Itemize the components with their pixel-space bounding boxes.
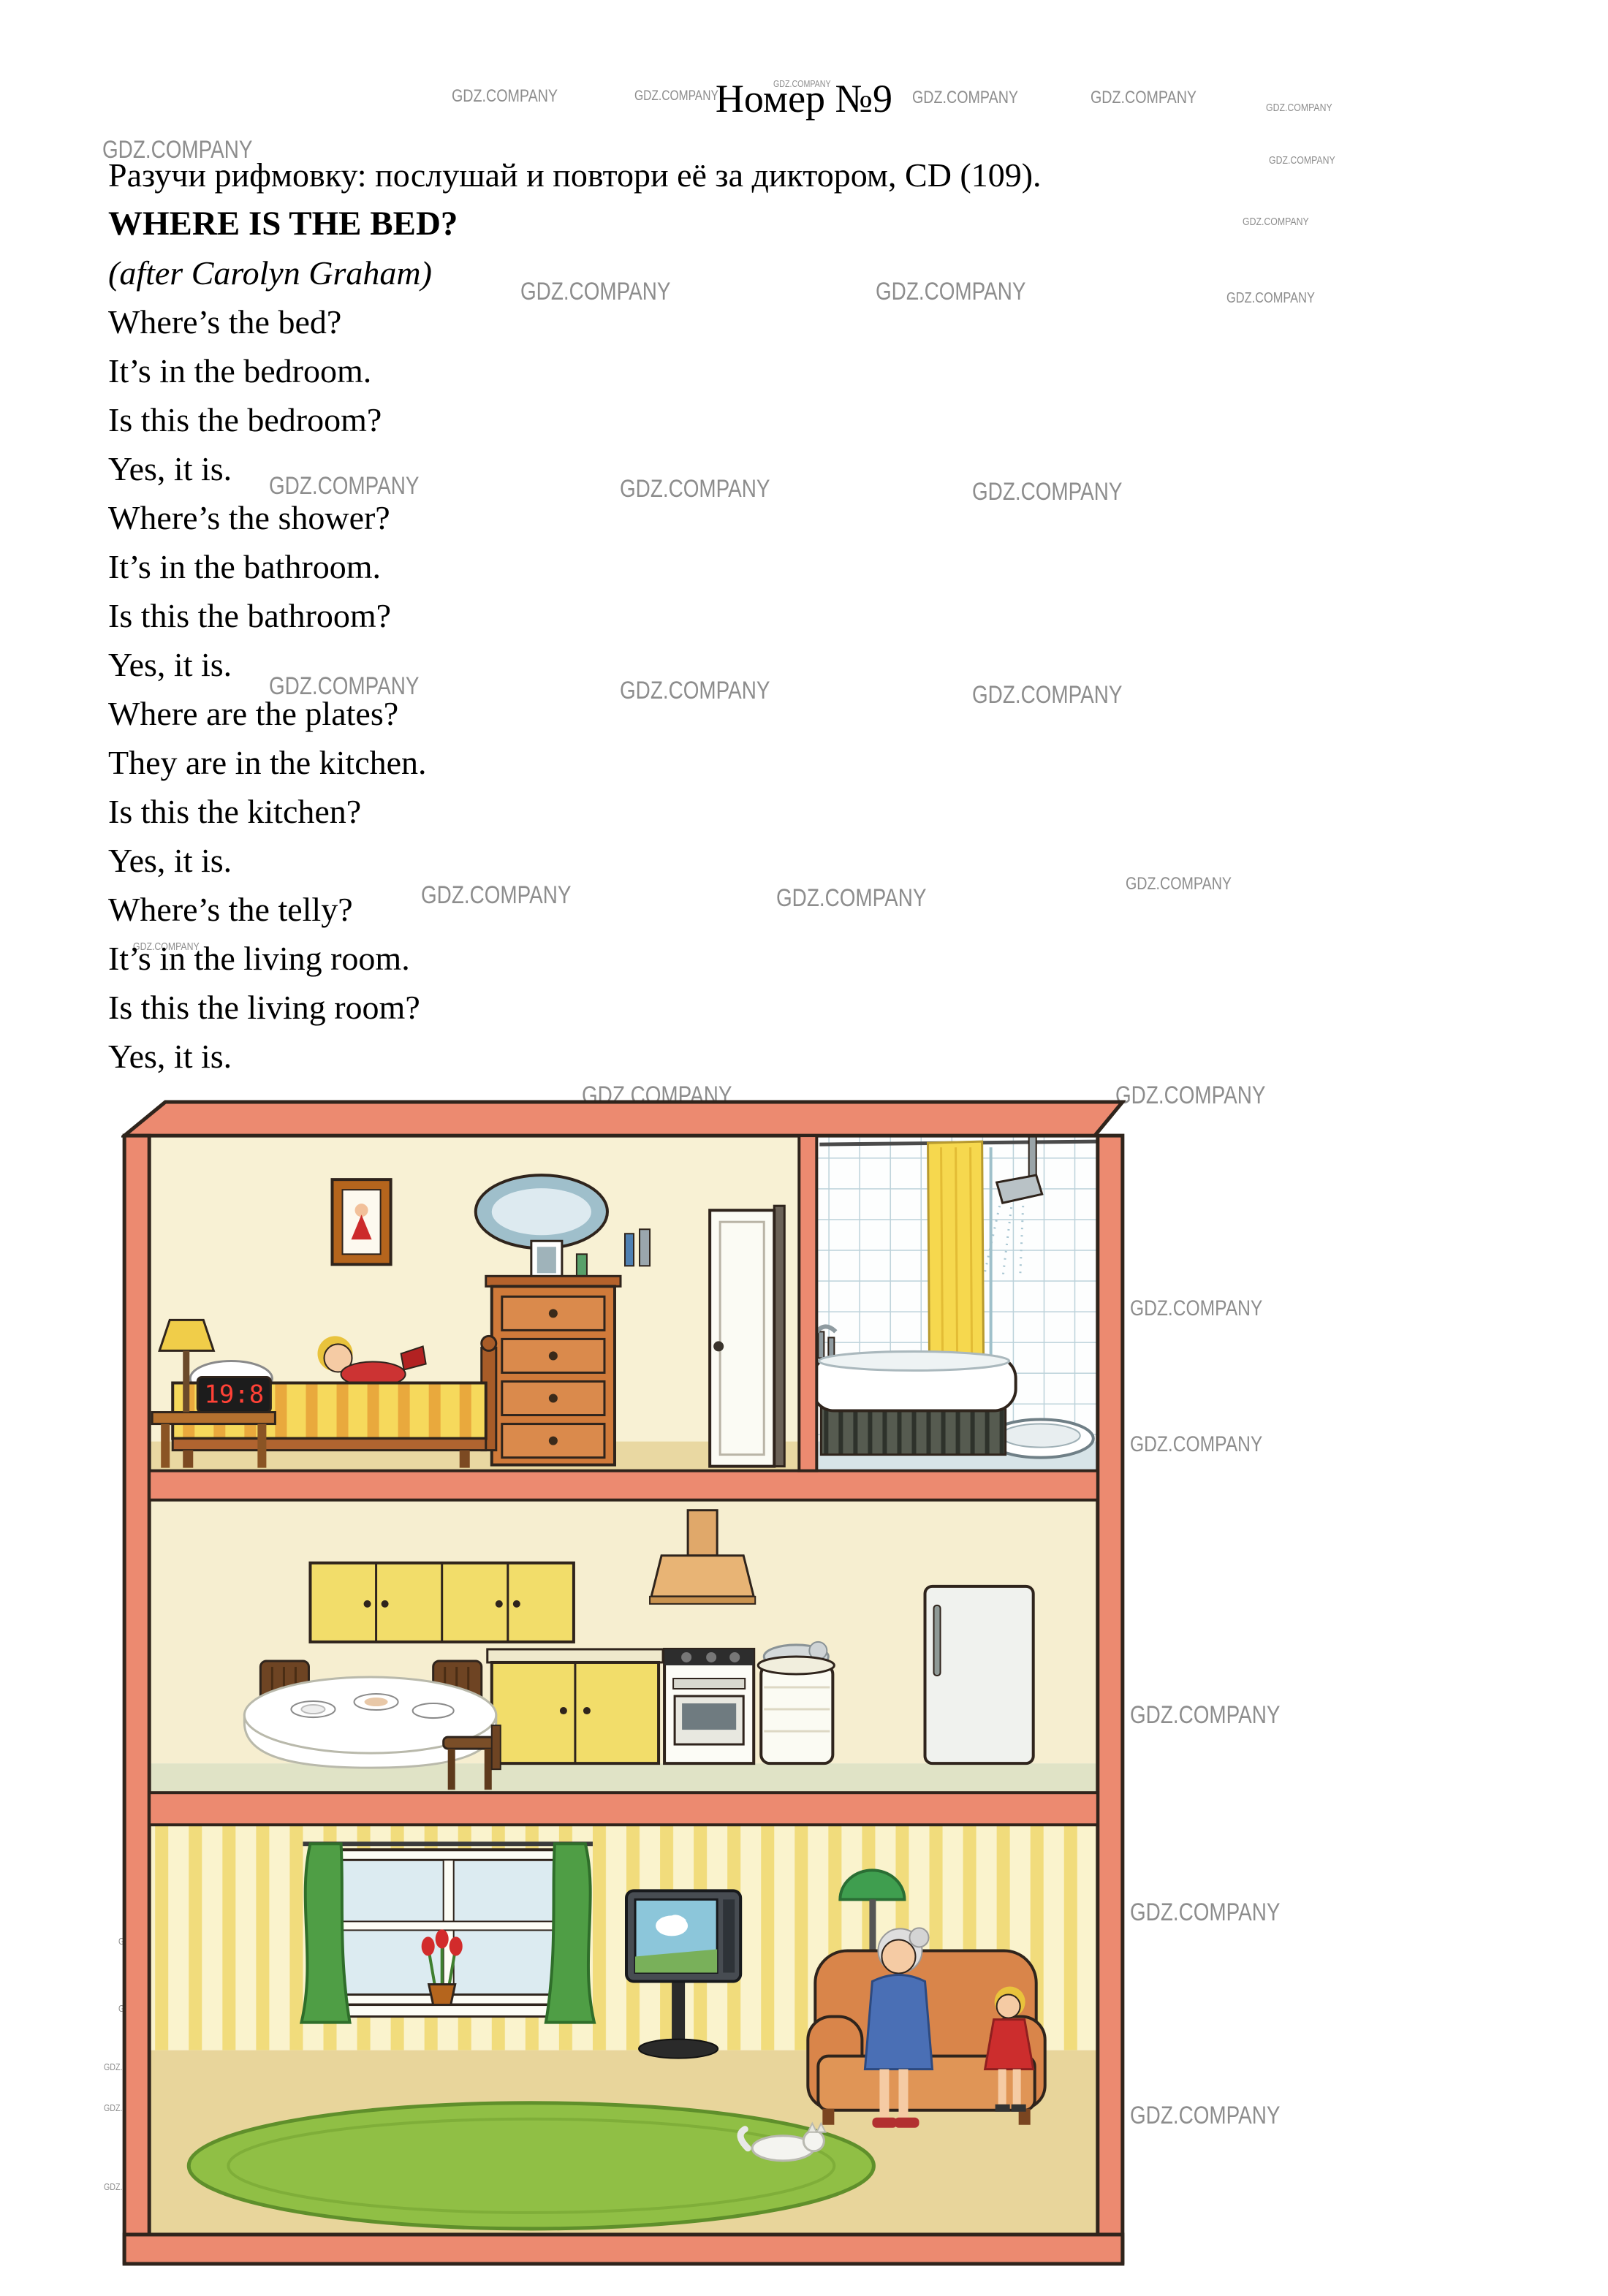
- basket-with-cat: [756, 1641, 835, 1765]
- picture-frame: [330, 1178, 392, 1266]
- rug: [186, 2101, 876, 2231]
- girl: [983, 1986, 1035, 2112]
- poem-line: It’s in the living room.: [108, 940, 410, 977]
- instruction-text: Разучи рифмовку: послушай и повтори её з…: [108, 156, 1042, 194]
- poem-line: Is this the kitchen?: [108, 793, 362, 830]
- watermark: GDZ.COMPANY: [876, 278, 1026, 305]
- watermark: GDZ.COMPANY: [1266, 102, 1332, 114]
- kitchen-upper-cabinets: [308, 1561, 575, 1643]
- shower-curtain: [927, 1140, 985, 1369]
- poem-line: They are in the kitchen.: [108, 744, 427, 781]
- poem-line: Where’s the shower?: [108, 499, 390, 536]
- kitchen: [243, 1509, 1035, 1790]
- poem-line: Yes, it is.: [108, 1038, 232, 1075]
- watermark: GDZ.COMPANY: [776, 884, 927, 912]
- dining-table: [243, 1660, 501, 1790]
- cat: [737, 2121, 827, 2162]
- poem-line: Is this the living room?: [108, 989, 420, 1026]
- poem-line: Is this the bedroom?: [108, 401, 382, 438]
- watermark: GDZ.COMPANY: [620, 677, 770, 704]
- poem-title: WHERE IS THE BED?: [108, 205, 458, 243]
- right-curtain: [544, 1842, 596, 2024]
- bedroom: 19:8: [151, 1174, 786, 1468]
- watermark: GDZ.COMPANY: [520, 278, 671, 305]
- poem-line: Where’s the bed?: [108, 303, 342, 341]
- extractor-hood: [649, 1509, 756, 1605]
- watermark: GDZ.COMPANY: [1115, 1082, 1266, 1109]
- floor-slab-lower: [148, 1791, 1099, 1827]
- poem-line: Yes, it is.: [108, 450, 232, 487]
- poem: Where’s the bed? It’s in the bedroom. Is…: [108, 297, 1424, 1081]
- exercise-text: Разучи рифмовку: послушай и повтори её з…: [108, 151, 1424, 1081]
- watermark: GDZ.COMPANY: [1269, 154, 1335, 167]
- watermark: GDZ.COMPANY: [1130, 1432, 1263, 1456]
- poem-line: Yes, it is.: [108, 646, 232, 683]
- house-frame: [121, 1100, 1126, 2266]
- alarm-clock: 19:8: [196, 1375, 272, 1414]
- watermark: GDZ.COMPANY: [634, 88, 718, 104]
- poem-line: It’s in the bathroom.: [108, 548, 382, 585]
- base-slab: [122, 2232, 1125, 2266]
- watermark: GDZ.COMPANY: [620, 475, 770, 503]
- kitchen-floor: [148, 1763, 1099, 1793]
- poem-line: Where’s the telly?: [108, 891, 353, 928]
- page-title: Номер №9: [715, 77, 893, 121]
- watermark: GDZ.COMPANY: [1226, 290, 1315, 306]
- partition-wall: [797, 1134, 819, 1472]
- watermark: GDZ.COMPANY: [773, 78, 831, 89]
- left-wall: [122, 1133, 151, 2265]
- watermark: GDZ.COMPANY: [269, 672, 420, 700]
- poem-line: Where are the plates?: [108, 695, 399, 732]
- watermark: GDZ.COMPANY: [972, 681, 1123, 709]
- alarm-clock-time: 19:8: [204, 1380, 264, 1410]
- watermark: GDZ.COMPANY: [1130, 1898, 1281, 1926]
- watermark: GDZ.COMPANY: [421, 881, 572, 909]
- house-illustration: 19:8: [121, 1100, 1126, 2266]
- roof: [121, 1100, 1126, 1138]
- watermark: GDZ.COMPANY: [269, 472, 420, 500]
- tv: [625, 1889, 743, 2059]
- left-curtain: [299, 1842, 352, 2024]
- grandma: [863, 1927, 934, 2128]
- watermark: GDZ.COMPANY: [1130, 2102, 1281, 2129]
- watermark: GDZ.COMPANY: [452, 86, 558, 106]
- mirror: [474, 1174, 609, 1250]
- watermark: GDZ.COMPANY: [1130, 1701, 1281, 1729]
- poem-line: Yes, it is.: [108, 842, 232, 879]
- watermark: GDZ.COMPANY: [972, 478, 1123, 506]
- door: [708, 1204, 786, 1468]
- watermark: GDZ.COMPANY: [102, 136, 253, 164]
- floor-slab-upper: [148, 1469, 1099, 1502]
- watermark: GDZ.COMPANY: [133, 940, 200, 953]
- watermark: GDZ.COMPANY: [1126, 874, 1232, 894]
- fridge: [923, 1584, 1035, 1765]
- wall-brushes: [624, 1228, 651, 1267]
- kitchen-counter: [486, 1648, 664, 1765]
- stove: [663, 1647, 756, 1765]
- watermark: GDZ.COMPANY: [1130, 1296, 1263, 1320]
- watermark: GDZ.COMPANY: [1243, 216, 1309, 228]
- watermark: GDZ.COMPANY: [912, 88, 1019, 107]
- dresser: [485, 1239, 622, 1467]
- bathroom: [811, 1133, 1096, 1459]
- watermark: GDZ.COMPANY: [1091, 88, 1197, 107]
- right-wall: [1096, 1133, 1125, 2265]
- bathtub: [811, 1324, 1017, 1456]
- table-lamp: [158, 1318, 216, 1413]
- shower-head: [984, 1133, 1044, 1280]
- tulip-pot: [421, 1929, 463, 2007]
- poem-line: It’s in the bedroom.: [108, 352, 372, 389]
- living-room: [186, 1841, 1047, 2231]
- poem-line: Is this the bathroom?: [108, 597, 392, 634]
- bedside-table: [151, 1411, 276, 1468]
- poem-attribution: (after Carolyn Graham): [108, 254, 432, 292]
- window: [299, 1841, 596, 2024]
